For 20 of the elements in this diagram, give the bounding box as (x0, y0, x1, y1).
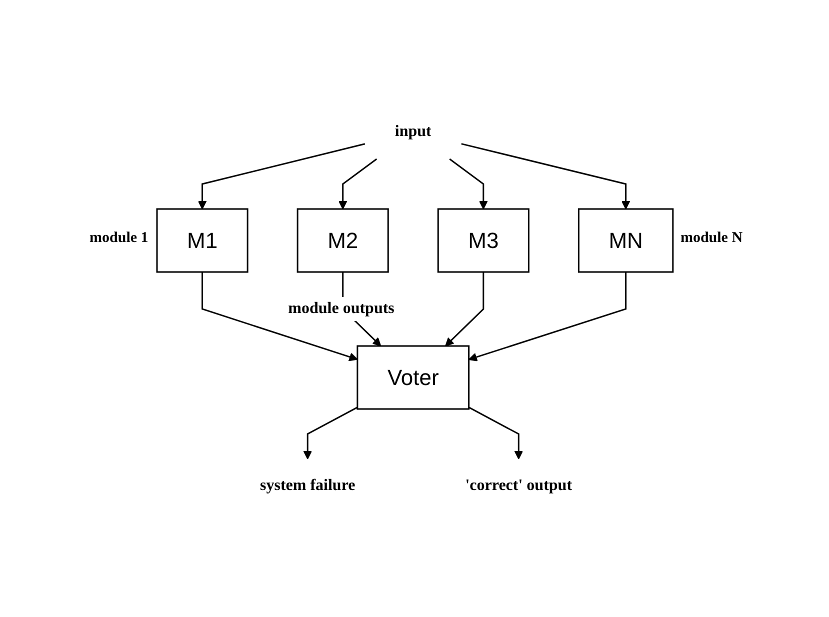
arrow (468, 272, 626, 361)
node-box: M1 (156, 208, 248, 272)
arrow (201, 272, 358, 361)
node-text: system failure (260, 476, 355, 494)
arrow (302, 406, 358, 459)
node-text: input (394, 122, 431, 140)
arrow (468, 406, 523, 459)
module-caption: module 1 (90, 230, 148, 247)
arrow (197, 142, 365, 209)
arrow (460, 142, 630, 209)
node-text: 'correct' output (464, 476, 572, 494)
arrow (338, 158, 377, 209)
node-box: Voter (356, 344, 470, 410)
module-caption: module N (680, 230, 743, 247)
node-box: M2 (296, 208, 388, 272)
arrow (448, 158, 488, 209)
edge-label: module outputs (288, 300, 394, 316)
node-box: M3 (436, 208, 529, 272)
arrow (444, 272, 484, 346)
node-box: MN (577, 208, 674, 272)
